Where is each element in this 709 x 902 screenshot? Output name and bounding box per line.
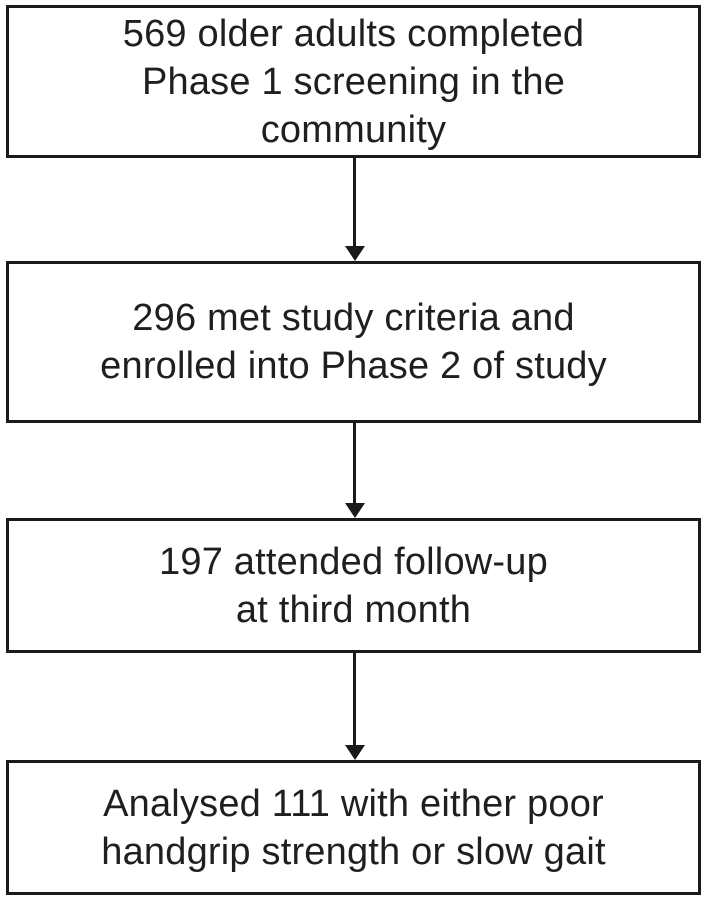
flow-box-text-line: at third month [235, 588, 472, 631]
flow-connector-3 [345, 653, 365, 760]
flow-box-analysed-sample: Analysed 111 with either poor handgrip s… [6, 760, 701, 895]
flow-box-text-line: handgrip strength or slow gait [101, 830, 606, 873]
flow-box-followup-third-month: 197 attended follow-up at third month [6, 518, 701, 653]
flow-box-text-line: 569 older adults completed [122, 12, 585, 55]
flow-box-phase2-enrollment: 296 met study criteria and enrolled into… [6, 261, 701, 423]
flow-box-phase1-screening: 569 older adults completed Phase 1 scree… [6, 5, 701, 158]
flow-box-text-line: Analysed 111 with either poor [103, 782, 604, 825]
flow-box-text-line: community [260, 108, 447, 151]
down-arrow-icon [345, 503, 365, 518]
flow-connector-1 [345, 158, 365, 261]
flow-box-text-line: Phase 1 screening in the [141, 60, 566, 103]
flow-box-text-line: 296 met study criteria and [132, 297, 575, 339]
arrow-shaft [353, 423, 356, 505]
flow-box-text-line: enrolled into Phase 2 of study [100, 345, 607, 387]
flow-box-text-line: 197 attended follow-up [159, 540, 548, 583]
down-arrow-icon [345, 745, 365, 760]
arrow-shaft [353, 653, 356, 747]
flow-connector-2 [345, 423, 365, 518]
down-arrow-icon [345, 246, 365, 261]
arrow-shaft [353, 158, 356, 248]
